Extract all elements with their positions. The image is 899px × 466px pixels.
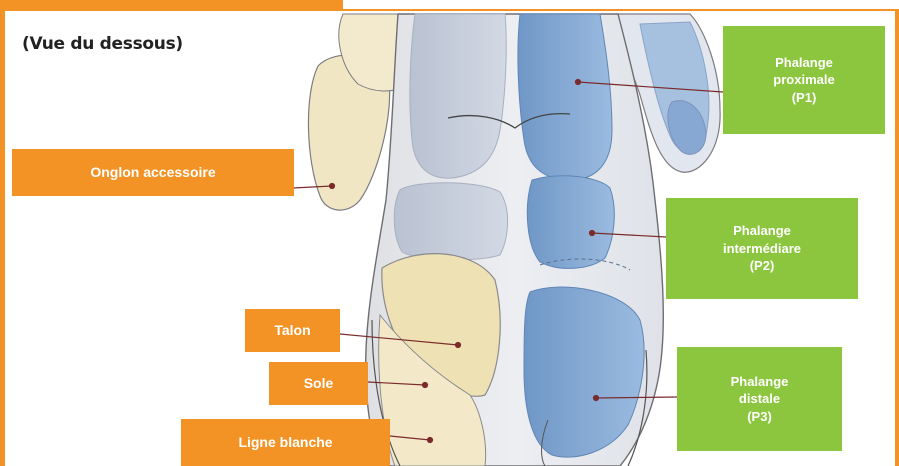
p3-line3: (P3): [747, 408, 772, 426]
label-onglon-text: Onglon accessoire: [90, 163, 215, 182]
label-ligne-blanche: Ligne blanche: [181, 419, 390, 466]
p1-line3: (P1): [792, 89, 817, 107]
intermediate-phalanx-bone: [527, 176, 614, 269]
left-proximal-bone: [410, 14, 506, 178]
p1-line1: Phalange: [775, 54, 833, 72]
label-talon: Talon: [245, 309, 340, 352]
label-phalange-proximale: Phalange proximale (P1): [723, 26, 885, 134]
p3-line1: Phalange: [731, 373, 789, 391]
p2-line3: (P2): [750, 257, 775, 275]
label-sole: Sole: [269, 362, 368, 405]
label-onglon-accessoire: Onglon accessoire: [12, 149, 294, 196]
label-talon-text: Talon: [274, 321, 310, 340]
p2-line2: intermédiare: [723, 240, 801, 258]
p3-line2: distale: [739, 390, 780, 408]
left-middle-bone: [394, 183, 507, 260]
p1-line2: proximale: [773, 71, 834, 89]
label-phalange-intermediaire: Phalange intermédiare (P2): [666, 198, 858, 299]
label-ligne-text: Ligne blanche: [238, 433, 332, 452]
label-phalange-distale: Phalange distale (P3): [677, 347, 842, 451]
label-sole-text: Sole: [304, 374, 334, 393]
p2-line1: Phalange: [733, 222, 791, 240]
proximal-phalanx-bone: [518, 14, 612, 180]
